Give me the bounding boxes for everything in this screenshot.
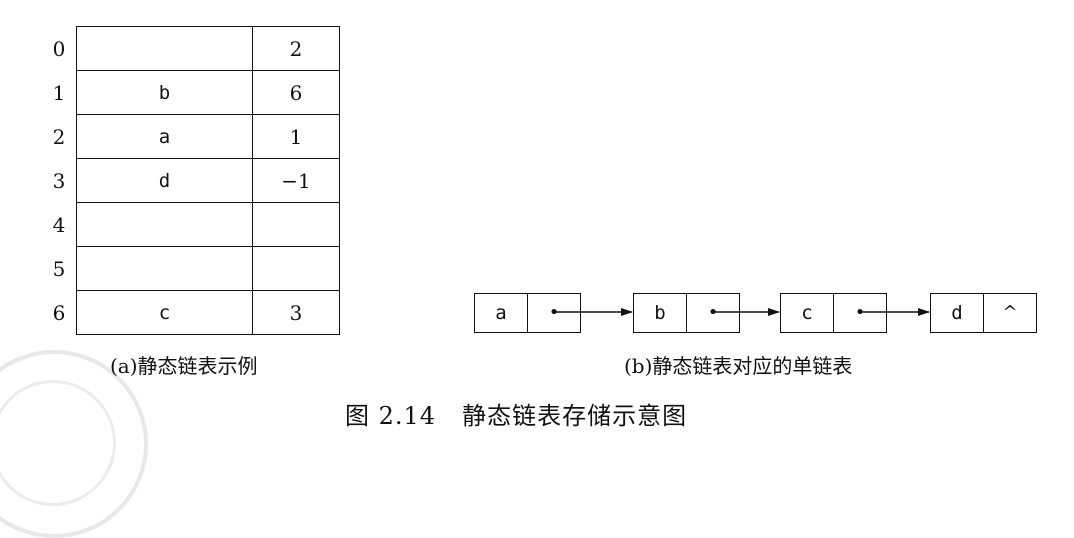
table-row: b 6 (76, 70, 340, 115)
data-cell: a (76, 114, 253, 159)
next-cell: 6 (252, 70, 340, 115)
node-data: c (781, 294, 834, 332)
node-pointer-dot: • (548, 302, 560, 323)
node-data: d (931, 294, 984, 332)
data-cell: d (76, 158, 253, 203)
data-cell (76, 26, 253, 71)
row-index: 4 (52, 213, 66, 237)
table-row: a 1 (76, 114, 340, 159)
caption-b: (b)静态链表对应的单链表 (624, 354, 853, 378)
data-cell (76, 246, 253, 291)
null-pointer-symbol: ^ (1002, 302, 1018, 323)
next-cell: 3 (252, 290, 340, 335)
table-row: 2 (76, 26, 340, 71)
next-cell: 2 (252, 26, 340, 71)
figure-title: 图 2.14 静态链表存储示意图 (345, 396, 687, 431)
node-data: b (634, 294, 687, 332)
caption-a: (a)静态链表示例 (110, 354, 258, 378)
node-pointer-dot: • (854, 302, 866, 323)
row-index: 1 (52, 81, 66, 105)
list-node-b: b • (633, 293, 740, 333)
figure-number: 图 2.14 (345, 402, 437, 430)
next-cell (252, 202, 340, 247)
table-row (76, 246, 340, 291)
data-cell: c (76, 290, 253, 335)
list-node-a: a • (474, 293, 581, 333)
table-row: d −1 (76, 158, 340, 203)
list-node-c: c • (780, 293, 887, 333)
row-index: 0 (52, 37, 66, 61)
row-index: 3 (52, 169, 66, 193)
table-row (76, 202, 340, 247)
node-data: a (475, 294, 528, 332)
data-cell (76, 202, 253, 247)
next-cell: 1 (252, 114, 340, 159)
row-index: 5 (52, 257, 66, 281)
static-list-table: 2 b 6 a 1 d −1 c 3 (76, 26, 340, 335)
pointer-arrows (556, 308, 930, 316)
table-row: c 3 (76, 290, 340, 335)
row-index: 6 (52, 301, 66, 325)
node-pointer-dot: • (707, 302, 719, 323)
row-index: 2 (52, 125, 66, 149)
list-node-d: d ^ (930, 293, 1037, 333)
figure-title-text: 静态链表存储示意图 (462, 402, 688, 430)
next-cell: −1 (252, 158, 340, 203)
